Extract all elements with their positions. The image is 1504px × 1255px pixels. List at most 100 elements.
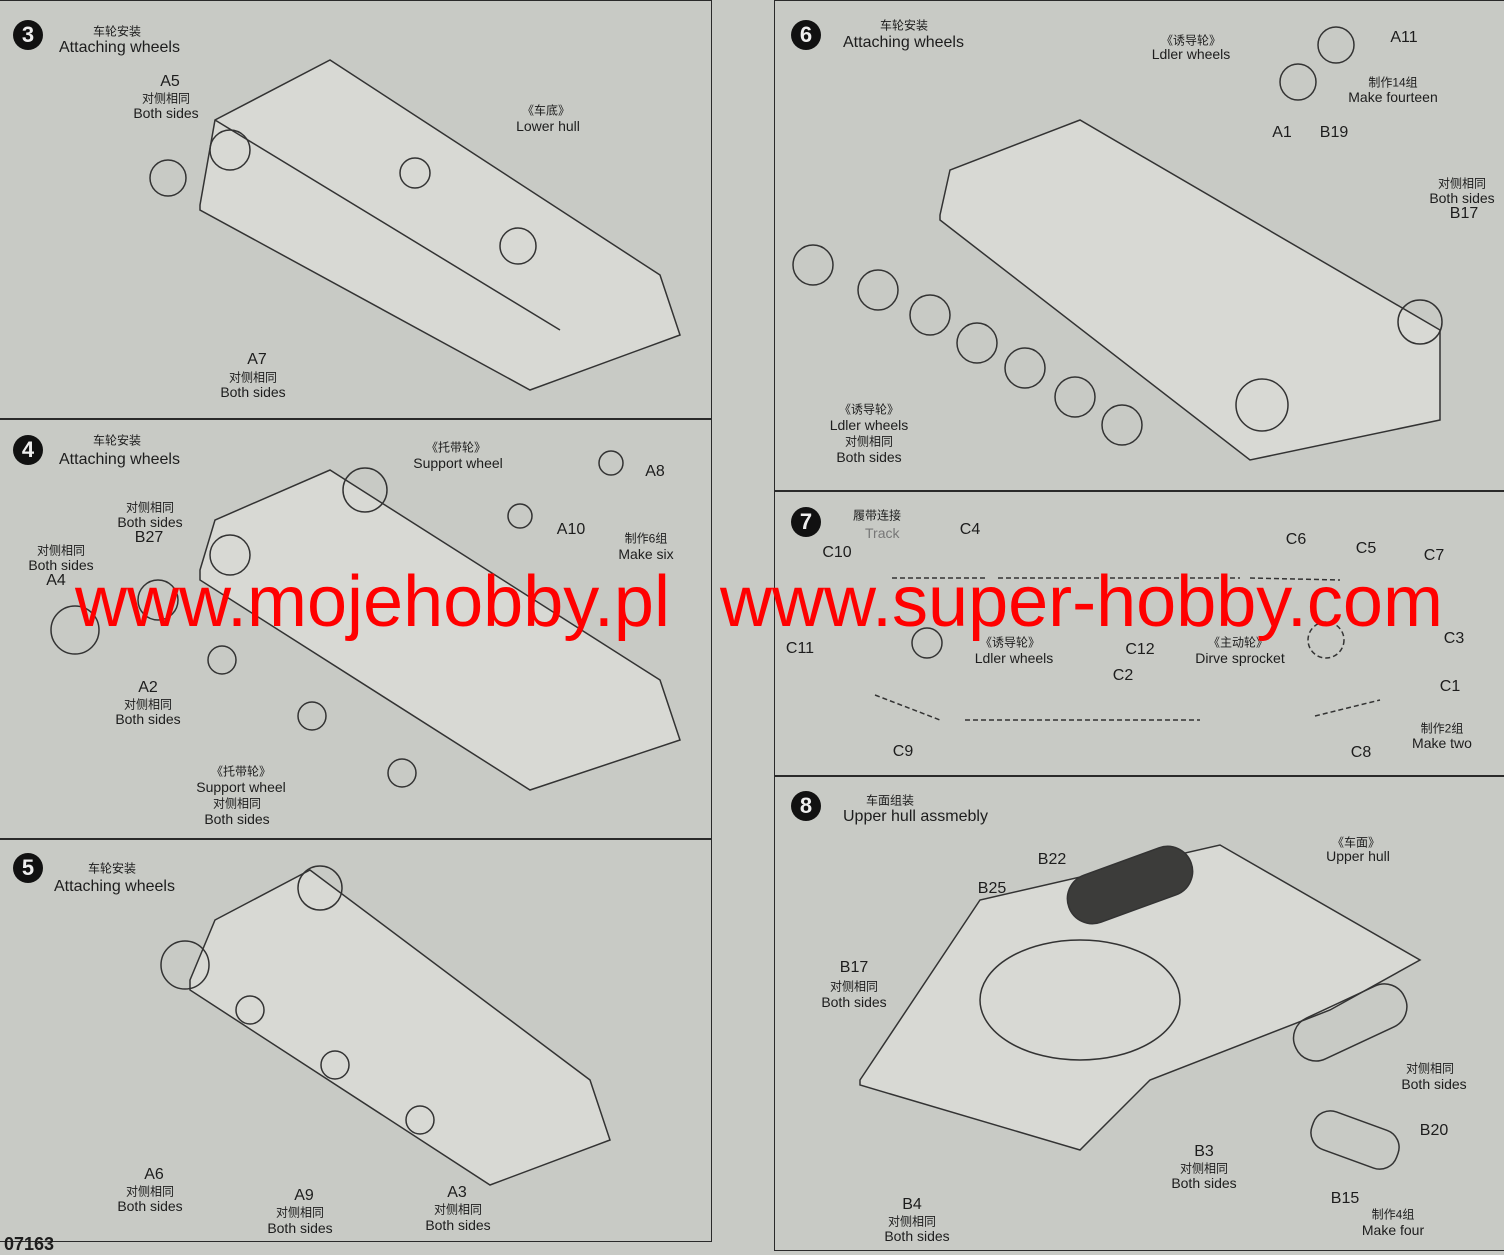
note-en: Upper hull: [1326, 848, 1390, 864]
note-zh: 对侧相同: [123, 697, 173, 712]
lower-hull-step6: [792, 26, 1443, 461]
note-en: Make six: [618, 546, 674, 562]
note-en: Both sides: [1401, 1076, 1467, 1092]
note-zh: 对侧相同: [141, 91, 191, 106]
note-zh: 对侧相同: [1179, 1161, 1229, 1176]
part-label-c10: C10: [822, 544, 852, 561]
note-zh: 对侧相同: [433, 1202, 483, 1217]
step-title-en: Attaching wheels: [54, 878, 175, 895]
step-title-zh: 车轮安装: [93, 433, 142, 448]
note-en: Both sides: [821, 994, 887, 1010]
note-zh: 《诱导轮》: [838, 402, 900, 417]
note-en: Dirve sprocket: [1195, 650, 1285, 666]
note-zh: 对侧相同: [887, 1214, 937, 1229]
part-label-b3: B3: [1194, 1143, 1214, 1160]
part-label-b17: B17: [839, 959, 869, 976]
watermark-left: www.mojehobby.pl: [75, 562, 670, 642]
note-zh: 《诱导轮》: [1160, 33, 1222, 48]
watermark-right: www.super-hobby.com: [720, 562, 1443, 642]
step-3-panel: [0, 0, 712, 420]
note-en: Both sides: [425, 1217, 491, 1233]
hull-label-zh: 《车底》: [521, 103, 571, 118]
part-label-c7: C7: [1423, 547, 1445, 564]
note-zh: 制作6组: [624, 531, 668, 546]
note-zh: 制作2组: [1420, 721, 1464, 736]
part-label-b20: B20: [1419, 1122, 1449, 1139]
note-zh: 对侧相同: [212, 796, 262, 811]
part-label-c1: C1: [1439, 678, 1461, 695]
hull-label-en: Lower hull: [516, 118, 580, 134]
note-en: Ldler wheels: [1151, 46, 1231, 62]
part-label-a8: A8: [645, 463, 665, 480]
step-4-panel: [0, 418, 712, 840]
page-code: 07163: [4, 1234, 55, 1254]
upper-hull-step8: [859, 844, 1422, 1170]
note-en: Support wheel: [413, 455, 503, 471]
part-label-c4: C4: [959, 521, 981, 538]
note-zh: 对侧相同: [829, 979, 879, 994]
part-label-a7: A7: [247, 351, 267, 368]
step-title-en: Attaching wheels: [843, 34, 964, 51]
note-zh: 《诱导轮》: [979, 635, 1041, 650]
lower-hull-step5: [160, 865, 611, 1186]
note-en: Both sides: [836, 449, 902, 465]
note-en: Ldler wheels: [974, 650, 1054, 666]
part-label-a11: A11: [1390, 29, 1418, 46]
part-label-a3: A3: [447, 1184, 467, 1201]
note-zh: 对侧相同: [1437, 176, 1487, 191]
note-zh: 《车面》: [1331, 835, 1381, 850]
note-en: Both sides: [115, 711, 181, 727]
part-label-a6: A6: [144, 1166, 164, 1183]
part-label-a5: A5: [160, 73, 180, 90]
note-en: Both sides: [28, 557, 94, 573]
note-en: Both sides: [220, 384, 286, 400]
part-label-a1: A1: [1272, 124, 1292, 141]
step-title-en: Upper hull assmebly: [843, 808, 988, 825]
part-label-a9: A9: [294, 1187, 314, 1204]
note-en: Make four: [1361, 1222, 1425, 1238]
part-label-c9: C9: [892, 743, 914, 760]
note-zh: 《托带轮》: [425, 440, 487, 455]
note-zh: 对侧相同: [125, 1184, 175, 1199]
note-zh: 制作4组: [1371, 1207, 1415, 1222]
step-number: 5: [13, 853, 43, 883]
note-en: Make fourteen: [1348, 89, 1438, 105]
lower-hull-step3: [149, 59, 681, 391]
part-label-a4: A4: [46, 572, 66, 589]
note-en: Both sides: [1429, 190, 1495, 206]
part-label-b4: B4: [902, 1196, 922, 1213]
part-label-c8: C8: [1350, 744, 1372, 761]
note-en: Both sides: [267, 1220, 333, 1236]
note-zh: 对侧相同: [275, 1205, 325, 1220]
part-label-b15: B15: [1330, 1190, 1360, 1207]
note-zh: 对侧相同: [36, 543, 86, 558]
part-label-b22: B22: [1037, 851, 1067, 868]
note-zh: 对侧相同: [1405, 1061, 1455, 1076]
step-title-zh: 车轮安装: [88, 861, 137, 876]
part-label-a2: A2: [138, 679, 158, 696]
step-title-zh: 车轮安装: [93, 24, 142, 39]
part-label-b19: B19: [1319, 124, 1349, 141]
part-label-c12: C12: [1125, 641, 1155, 658]
note-en: Make two: [1412, 735, 1472, 751]
note-en: Both sides: [133, 105, 199, 121]
step-7-panel: [774, 490, 1504, 777]
note-en: Both sides: [884, 1228, 950, 1244]
part-label-c11: C11: [785, 640, 815, 657]
step-title-zh: 履带连接: [853, 508, 902, 523]
part-label-b25: B25: [977, 880, 1007, 897]
note-en: Both sides: [204, 811, 270, 827]
note-en: Both sides: [117, 1198, 183, 1214]
note-en: Support wheel: [196, 779, 286, 795]
step-title-zh: 车轮安装: [880, 18, 929, 33]
note-zh: 制作14组: [1368, 75, 1418, 90]
part-label-b27: B27: [134, 529, 164, 546]
step-5-panel: [0, 838, 712, 1242]
note-zh: 对侧相同: [228, 370, 278, 385]
track-links: [874, 577, 1381, 721]
part-label-b17: B17: [1449, 205, 1479, 222]
step-number: 7: [791, 507, 821, 537]
step-title-zh: 车面组装: [866, 793, 915, 808]
note-en: Ldler wheels: [829, 417, 909, 433]
